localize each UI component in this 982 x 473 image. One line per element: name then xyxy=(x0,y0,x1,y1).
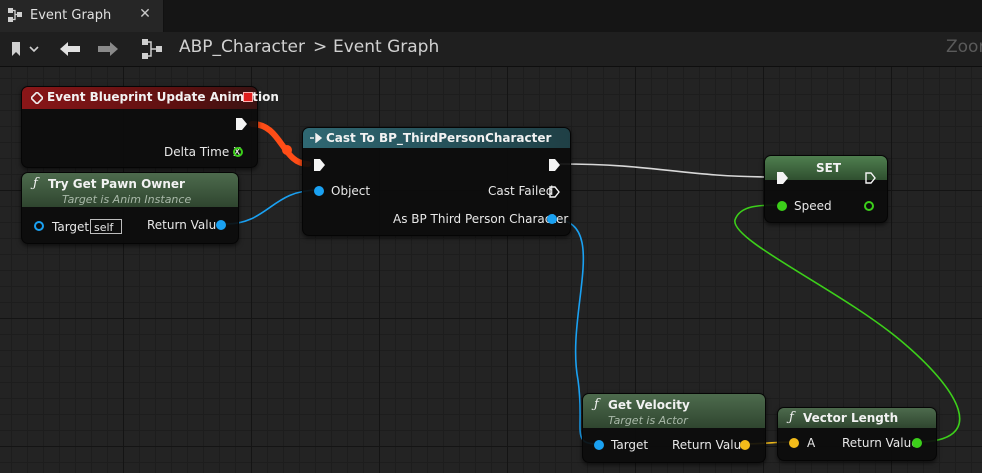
zoom-label: Zoom xyxy=(946,37,982,57)
exec-out-pin[interactable] xyxy=(549,159,560,171)
node-get-velocity[interactable]: ƒ Get Velocity Target is Actor Target Re… xyxy=(582,393,766,463)
arrow-right-icon xyxy=(98,42,118,56)
node-set-speed[interactable]: SET Speed xyxy=(764,155,888,223)
target-pin[interactable] xyxy=(34,221,44,231)
pin-label: Speed xyxy=(794,199,832,213)
node-title: Event Blueprint Update Animation xyxy=(47,90,279,104)
pin-label: Return Value xyxy=(842,436,919,450)
exec-in-pin[interactable] xyxy=(777,172,788,184)
node-title: Cast To BP_ThirdPersonCharacter xyxy=(326,131,552,145)
graph-toolbar: ABP_Character > Event Graph Zoom xyxy=(0,32,982,67)
return-value-pin[interactable] xyxy=(912,438,922,448)
function-icon: ƒ xyxy=(594,397,599,412)
node-title: Try Get Pawn Owner xyxy=(48,177,185,191)
exec-in-pin[interactable] xyxy=(314,159,325,171)
target-pin[interactable] xyxy=(594,440,604,450)
event-delegate-pin[interactable] xyxy=(243,92,253,102)
blueprint-graph-icon xyxy=(142,39,162,59)
speed-out-pin[interactable] xyxy=(864,201,874,211)
node-event-update-animation[interactable]: Event Blueprint Update Animation Delta T… xyxy=(21,86,279,168)
back-button[interactable] xyxy=(58,32,82,66)
arrow-left-icon xyxy=(60,42,80,56)
event-icon xyxy=(31,92,43,104)
graph-icon xyxy=(8,8,22,22)
pin-label: Return Value xyxy=(672,438,749,452)
node-try-get-pawn-owner[interactable]: ƒ Try Get Pawn Owner Target is Anim Inst… xyxy=(21,172,239,244)
node-title: Get Velocity xyxy=(608,398,690,412)
tab-title: Event Graph xyxy=(30,8,112,23)
pin-label: Delta Time X xyxy=(164,145,242,159)
delta-time-pin[interactable] xyxy=(233,147,243,157)
exec-out-pin[interactable] xyxy=(865,172,876,184)
pin-label: Target xyxy=(52,220,90,234)
node-subtitle: Target is Actor xyxy=(608,414,688,427)
node-header xyxy=(22,173,238,207)
node-subtitle: Target is Anim Instance xyxy=(62,193,192,206)
object-pin[interactable] xyxy=(314,186,324,196)
pin-label: Return Value xyxy=(147,218,224,232)
bookmark-dropdown-button[interactable] xyxy=(8,32,44,66)
function-icon: ƒ xyxy=(789,410,794,425)
tab-bar: Event Graph ✕ xyxy=(0,0,982,32)
pin-label: Object xyxy=(331,184,371,198)
chevron-down-icon xyxy=(29,46,39,53)
pin-label: Cast Failed xyxy=(488,184,554,198)
tab-event-graph[interactable]: Event Graph ✕ xyxy=(0,0,164,32)
cast-icon xyxy=(310,133,322,143)
function-icon: ƒ xyxy=(33,176,38,191)
return-value-pin[interactable] xyxy=(740,440,750,450)
close-icon[interactable]: ✕ xyxy=(139,6,151,22)
cast-failed-exec-pin[interactable] xyxy=(549,186,560,198)
breadcrumb-root[interactable]: ABP_Character xyxy=(179,37,305,57)
as-character-pin[interactable] xyxy=(547,214,557,224)
bookmark-icon xyxy=(12,42,20,56)
speed-in-pin[interactable] xyxy=(777,201,787,211)
node-title: SET xyxy=(816,161,842,175)
return-value-pin[interactable] xyxy=(216,220,226,230)
node-vector-length[interactable]: ƒ Vector Length A Return Value xyxy=(777,407,937,461)
pin-label: A xyxy=(807,436,816,450)
node-title: Vector Length xyxy=(803,411,899,425)
forward-button[interactable] xyxy=(96,32,120,66)
breadcrumb-current[interactable]: Event Graph xyxy=(333,37,440,57)
target-default-value[interactable]: self xyxy=(90,219,122,234)
exec-out-pin[interactable] xyxy=(236,118,247,130)
node-header xyxy=(583,394,765,428)
node-header xyxy=(303,128,570,148)
pin-label: As BP Third Person Character xyxy=(393,212,569,226)
a-pin[interactable] xyxy=(789,438,799,448)
node-header xyxy=(22,87,257,109)
node-cast-to-third-person[interactable]: Cast To BP_ThirdPersonCharacter Object C… xyxy=(302,127,571,236)
breadcrumb-separator: > xyxy=(313,37,328,57)
node-header xyxy=(778,408,936,428)
pin-label: Target xyxy=(611,438,649,452)
